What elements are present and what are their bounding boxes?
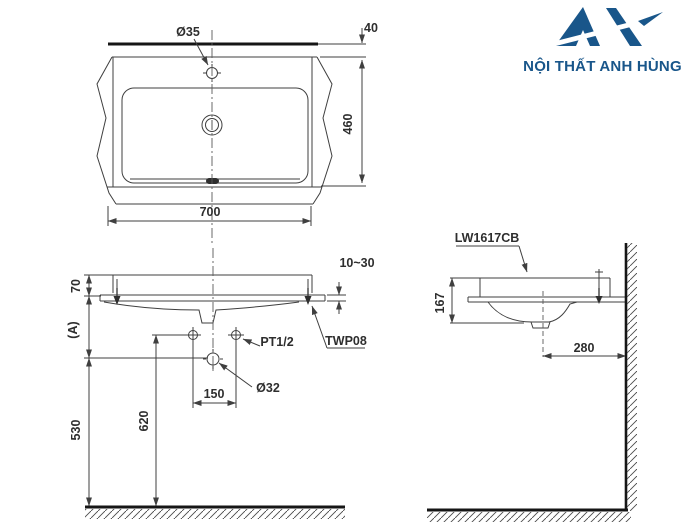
top-view-outline — [96, 56, 333, 205]
wall-hatch — [627, 243, 637, 511]
dim-620-text: 620 — [137, 411, 151, 432]
dim-167: 167 — [433, 277, 524, 324]
rim-slab — [99, 294, 326, 302]
label-model: LW1617CB — [455, 231, 528, 273]
brand-logo: NỘI THẤT ANH HÙNG — [515, 4, 690, 75]
dim-280-text: 280 — [574, 341, 595, 355]
dim-460-text: 460 — [341, 114, 355, 135]
dim-40: 40 — [318, 21, 378, 45]
brand-logo-icon — [552, 7, 663, 47]
dim-150-text: 150 — [204, 387, 225, 401]
dim-70-text: 70 — [69, 279, 83, 293]
top-view: Ø35 40 460 700 — [96, 21, 378, 243]
dim-column-left: 70 (A) 530 620 — [66, 274, 208, 507]
drain-stub-side — [530, 321, 551, 329]
leader-faucet — [193, 38, 209, 66]
dim-150: 150 — [192, 341, 237, 408]
dim-167-text: 167 — [433, 293, 447, 314]
dim-10-30: 10~30 — [327, 256, 375, 314]
dim-700: 700 — [107, 205, 312, 226]
mounting-bolt-side — [595, 269, 603, 304]
label-bracket: TWP08 — [311, 305, 367, 349]
front-view: 10~30 TWP08 PT1/2 Ø32 150 — [66, 248, 375, 519]
dim-460: 460 — [320, 56, 366, 187]
mounting-bolt-left — [113, 279, 121, 305]
floor-hatch-right — [427, 512, 631, 522]
label-bracket-text: TWP08 — [325, 334, 367, 348]
label-faucet-dia: Ø35 — [176, 25, 200, 39]
dim-530-text: 530 — [69, 420, 83, 441]
side-view: LW1617CB 167 — [427, 231, 637, 522]
bowl-underside — [103, 301, 300, 324]
dim-700-text: 700 — [200, 205, 221, 219]
supply-hole-right — [228, 327, 244, 343]
label-supply: PT1/2 — [242, 335, 294, 349]
dim-40-text: 40 — [364, 21, 378, 35]
label-drain-dia: Ø32 — [218, 362, 280, 395]
bowl-underside-side — [487, 301, 578, 323]
floor-hatch-left — [85, 509, 345, 519]
label-model-text: LW1617CB — [455, 231, 520, 245]
dim-A-text: (A) — [66, 321, 80, 338]
dim-280: 280 — [542, 341, 627, 359]
basin-outline — [121, 87, 309, 184]
label-drain-dia-text: Ø32 — [256, 381, 280, 395]
mounting-bolt-right — [304, 279, 312, 305]
overflow-slot — [206, 178, 219, 184]
dim-10-30-text: 10~30 — [339, 256, 374, 270]
label-supply-text: PT1/2 — [260, 335, 293, 349]
brand-name: NỘI THẤT ANH HÙNG — [523, 58, 682, 75]
